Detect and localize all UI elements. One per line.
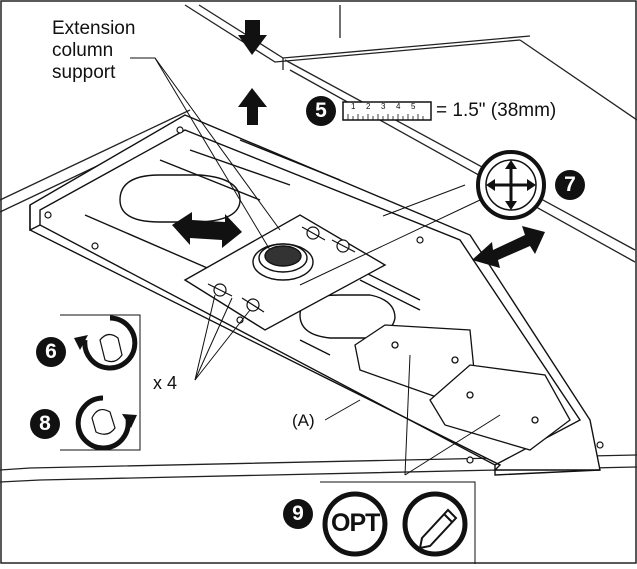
- ceiling-grid: [0, 4, 637, 483]
- ruler-tick-1: 1: [351, 102, 356, 111]
- clockwise-hand-icon: [75, 395, 137, 451]
- part-a-label: (A): [292, 411, 315, 430]
- double-arrow-icon: [172, 212, 242, 248]
- adapter-plates: [354, 324, 571, 451]
- pencil-icon: [418, 508, 458, 550]
- move-icon: [476, 150, 546, 220]
- multiplier-label: x 4: [153, 373, 178, 393]
- ruler-tick-2: 2: [366, 102, 371, 111]
- down-arrow-shaft: [245, 20, 260, 35]
- rotation-panel: [60, 314, 141, 451]
- down-arrow-icon: [238, 35, 267, 55]
- movement-arrows: [172, 20, 545, 268]
- column-plate: [183, 214, 387, 331]
- counterclockwise-hand-icon: [74, 315, 138, 371]
- ruler-tick-4: 4: [396, 102, 401, 111]
- extension-column-support-label: Extension column support: [52, 18, 136, 83]
- opt-badge-ring: [322, 491, 388, 557]
- step-9-badge: 9: [283, 499, 313, 529]
- wing-nuts: [207, 226, 356, 313]
- ruler-icon: [342, 101, 432, 121]
- ruler-measurement: = 1.5" (38mm): [436, 100, 557, 121]
- step-6-badge: 6: [36, 337, 66, 367]
- double-arrow-icon: [472, 226, 545, 268]
- up-arrow-icon: [238, 88, 267, 107]
- step-5-badge: 5: [306, 96, 336, 126]
- ruler-tick-3: 3: [381, 102, 386, 111]
- step-7-badge: 7: [555, 170, 585, 200]
- opt-badge: OPT: [331, 509, 380, 537]
- step-8-badge: 8: [30, 409, 60, 439]
- leader-lines: [130, 57, 501, 476]
- ruler-tick-5: 5: [411, 102, 416, 111]
- options-panel: [320, 481, 476, 564]
